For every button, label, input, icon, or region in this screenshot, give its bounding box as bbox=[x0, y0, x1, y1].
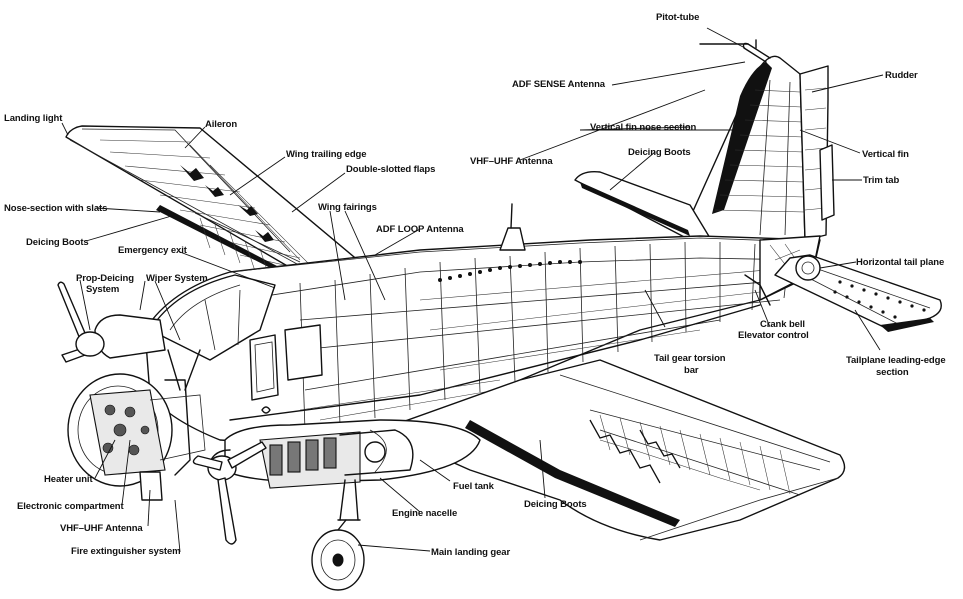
label-wing-trailing-edge: Wing trailing edge bbox=[286, 149, 366, 160]
label-tailplane-leading-edge-2: section bbox=[876, 367, 909, 378]
near-propeller bbox=[192, 441, 267, 545]
label-tail-gear-torsion-bar-1: Tail gear torsion bbox=[654, 353, 726, 364]
label-prop-deicing-system-1: Prop-Deicing bbox=[76, 273, 134, 284]
left-horizontal-stabilizer bbox=[574, 170, 711, 241]
tail-wheel bbox=[795, 255, 821, 281]
label-fire-extinguisher-system: Fire extinguisher system bbox=[71, 546, 181, 557]
label-engine-nacelle: Engine nacelle bbox=[392, 508, 457, 519]
label-deicing-boots-lower: Deicing Boots bbox=[524, 499, 587, 510]
label-deicing-boots-tail: Deicing Boots bbox=[628, 147, 691, 158]
main-landing-gear bbox=[311, 479, 365, 591]
label-aileron: Aileron bbox=[205, 119, 237, 130]
label-nose-section-with-slats: Nose-section with slats bbox=[4, 203, 107, 214]
label-vhf-uhf-antenna-bottom: VHF–UHF Antenna bbox=[60, 523, 143, 534]
fuselage bbox=[144, 203, 821, 446]
label-tail-gear-torsion-bar-2: bar bbox=[684, 365, 699, 376]
label-adf-loop-antenna: ADF LOOP Antenna bbox=[376, 224, 464, 235]
tail-fin bbox=[679, 39, 835, 241]
label-emergency-exit: Emergency exit bbox=[118, 245, 188, 256]
label-rudder: Rudder bbox=[885, 70, 918, 81]
label-adf-sense-antenna: ADF SENSE Antenna bbox=[512, 79, 606, 90]
right-wing bbox=[379, 359, 846, 541]
nose-engine bbox=[67, 349, 206, 501]
label-prop-deicing-system-2: System bbox=[86, 284, 119, 295]
label-landing-light: Landing light bbox=[4, 113, 63, 124]
label-horizontal-tail-plane: Horizontal tail plane bbox=[856, 257, 944, 268]
leader-lines bbox=[61, 27, 884, 553]
left-wing bbox=[65, 125, 373, 286]
labels: Pitot-tube ADF SENSE Antenna Rudder Land… bbox=[4, 12, 946, 558]
label-pitot-tube: Pitot-tube bbox=[656, 12, 699, 23]
left-engine-prop bbox=[57, 281, 166, 363]
label-deicing-boots-wing: Deicing Boots bbox=[26, 237, 89, 248]
label-wiper-system: Wiper System bbox=[146, 273, 208, 284]
label-electronic-compartment: Electronic compartment bbox=[17, 501, 124, 512]
label-crank-bell-2: Elevator control bbox=[738, 330, 809, 341]
label-double-slotted-flaps: Double-slotted flaps bbox=[346, 164, 435, 175]
label-fuel-tank: Fuel tank bbox=[453, 481, 495, 492]
label-wing-fairings: Wing fairings bbox=[318, 202, 377, 213]
label-crank-bell-1: Crank bell bbox=[760, 319, 805, 330]
label-heater-unit: Heater unit bbox=[44, 474, 93, 485]
label-vertical-fin-nose-section: Vertical fin nose section bbox=[590, 122, 697, 133]
label-trim-tab: Trim tab bbox=[863, 175, 899, 186]
engine-nacelle bbox=[209, 419, 481, 489]
label-tailplane-leading-edge-1: Tailplane leading-edge bbox=[846, 355, 946, 366]
label-vhf-uhf-antenna-top: VHF–UHF Antenna bbox=[470, 156, 553, 167]
label-vertical-fin: Vertical fin bbox=[862, 149, 909, 160]
label-main-landing-gear: Main landing gear bbox=[431, 547, 510, 558]
